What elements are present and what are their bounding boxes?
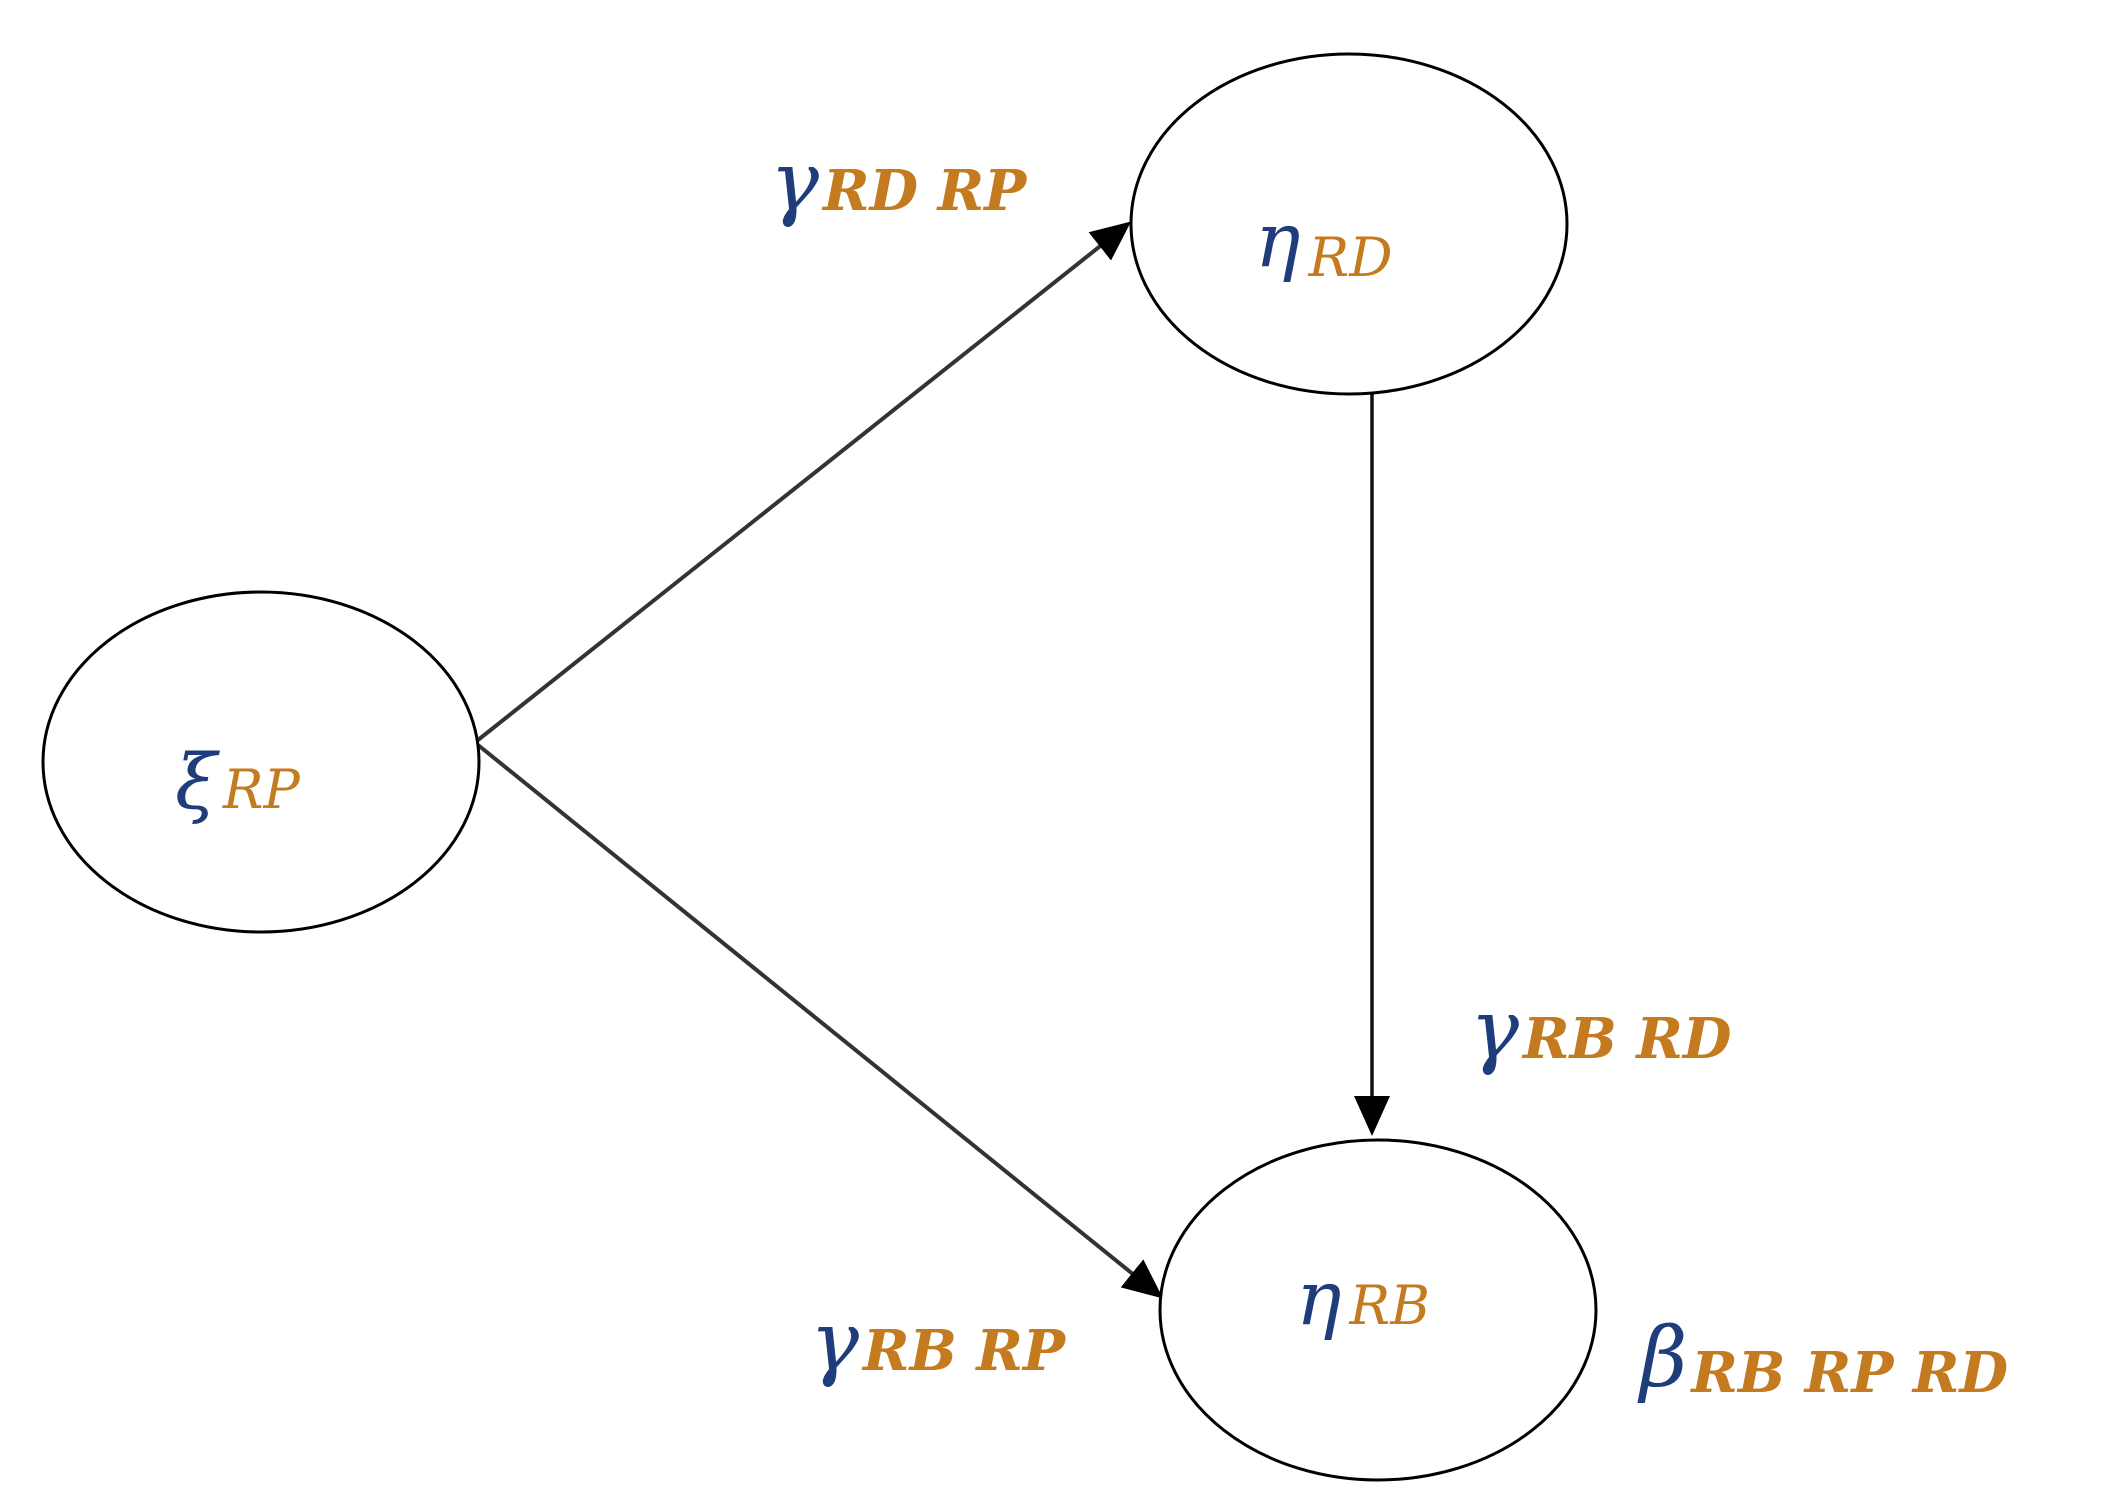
label-gamma-rb-rp-subscript: RB RP xyxy=(861,1318,1067,1384)
edge-rp-to-rb xyxy=(476,743,1164,1299)
label-gamma-rd-rp: γRD RP xyxy=(770,135,1028,230)
label-gamma-rb-rd-subscript: RB RD xyxy=(1521,1006,1732,1072)
edge-rp-to-rd xyxy=(476,221,1132,742)
node-eta-rb-subscript: RB xyxy=(1349,1274,1430,1337)
node-xi-rp-symbol: ξ xyxy=(175,737,220,826)
node-eta-rb-ellipse xyxy=(1158,1138,1598,1482)
label-beta-rb-rp-rd: βRB RP RD xyxy=(1637,1311,2008,1406)
node-xi-rp-ellipse xyxy=(41,590,481,934)
label-gamma-rd-rp-subscript: RD RP xyxy=(821,158,1028,224)
label-beta-rb-rp-rd-symbol: β xyxy=(1637,1311,1687,1406)
node-eta-rd-ellipse xyxy=(1129,52,1569,396)
label-gamma-rd-rp-symbol: γ xyxy=(770,135,820,230)
label-beta-rb-rp-rd-subscript: RB RP RD xyxy=(1689,1340,2008,1406)
node-eta-rd-subscript: RD xyxy=(1308,226,1393,289)
node-xi-rp-subscript: RP xyxy=(222,758,302,821)
label-gamma-rb-rd-symbol: γ xyxy=(1470,983,1520,1078)
label-gamma-rb-rd: γRB RD xyxy=(1470,983,1732,1078)
label-gamma-rb-rp: γRB RP xyxy=(810,1295,1067,1390)
label-gamma-rb-rp-symbol: γ xyxy=(810,1295,860,1390)
node-eta-rb-symbol: η xyxy=(1296,1253,1342,1342)
node-eta-rd-symbol: η xyxy=(1255,195,1301,284)
